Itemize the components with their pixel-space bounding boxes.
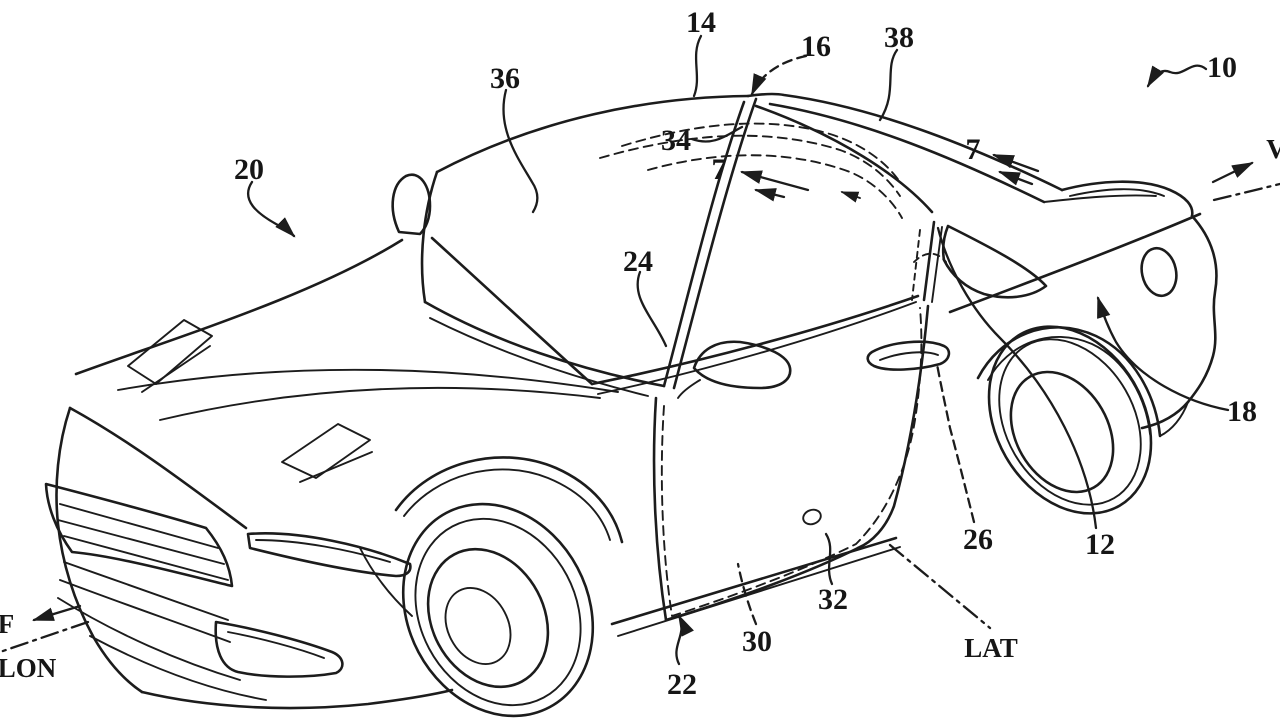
door-handle xyxy=(868,342,949,370)
ref-label-38: 38 xyxy=(884,21,914,54)
section-arrow-7a-tick xyxy=(756,190,784,197)
hood-vent-left-slat xyxy=(142,346,210,392)
rear-rim xyxy=(990,354,1134,511)
nose-edge xyxy=(70,408,246,528)
axis-label-lateral: LAT xyxy=(964,633,1018,663)
axis-label-longitudinal: LON xyxy=(0,653,57,683)
roof-seam-dash-2 xyxy=(600,136,900,196)
ref-label-7b: 7 xyxy=(966,133,981,166)
b-pillar-front xyxy=(924,222,934,300)
cowl-inner-line xyxy=(430,318,648,396)
leader-22 xyxy=(676,616,681,664)
ref-label-32: 32 xyxy=(818,583,848,616)
axis-lateral-dashdot xyxy=(890,545,990,628)
roof-seam-dash-3 xyxy=(648,155,902,218)
rocker-top-line xyxy=(612,538,896,624)
grille-outline xyxy=(46,484,232,586)
door-front-shutline xyxy=(654,398,666,620)
fender-shoulder-line xyxy=(432,238,592,384)
door-drain-hole xyxy=(801,507,823,526)
ref-label-26: 26 xyxy=(963,523,993,556)
hood-crease-2 xyxy=(160,388,600,420)
quarter-window xyxy=(943,226,1046,297)
quarter-shoulder-line xyxy=(950,214,1200,312)
deck-front-edge xyxy=(1044,195,1156,202)
front-rim xyxy=(405,528,571,708)
axis-label-forward: F xyxy=(0,609,14,639)
b-pillar-seal-dash xyxy=(912,230,920,300)
axis-vertical-dashdot xyxy=(1214,184,1280,200)
left-fender-top-line xyxy=(76,240,402,374)
hood-vent-right-slat xyxy=(300,452,372,482)
fog-lamp xyxy=(216,622,343,677)
door-handle-inner xyxy=(880,352,938,360)
ref-label-20: 20 xyxy=(234,153,264,186)
tail-edge xyxy=(1188,216,1216,402)
roof-seam-arrow xyxy=(842,192,860,198)
leader-14 xyxy=(694,36,701,96)
ref-label-10: 10 xyxy=(1207,51,1237,84)
front-hub xyxy=(433,577,524,676)
beltline xyxy=(592,296,918,384)
hood-vent-right xyxy=(282,424,370,478)
ref-label-22: 22 xyxy=(667,668,697,701)
leader-38 xyxy=(880,50,897,120)
ref-label-16: 16 xyxy=(801,30,831,63)
front-tire-inner xyxy=(384,490,613,720)
ref-label-14: 14 xyxy=(686,6,716,39)
leader-18 xyxy=(1098,298,1228,410)
leader-16 xyxy=(752,56,806,94)
ref-label-18: 18 xyxy=(1227,395,1257,428)
rocker-bottom-line xyxy=(618,547,900,636)
axis-vertical-arrow xyxy=(1213,163,1252,182)
leader-24 xyxy=(638,272,666,346)
fuel-filler-cap xyxy=(1137,245,1180,299)
leader-20 xyxy=(248,182,294,236)
ref-label-34: 34 xyxy=(661,124,691,157)
side-mirror-base xyxy=(678,380,700,398)
leader-26 xyxy=(937,364,974,522)
rear-tire-inner xyxy=(971,314,1170,530)
ref-label-7a: 7 xyxy=(712,153,727,186)
leader-10 xyxy=(1148,66,1206,86)
leader-36 xyxy=(503,90,537,212)
ref-label-12: 12 xyxy=(1085,528,1115,561)
axis-label-vertical: V xyxy=(1266,134,1280,164)
splitter-line xyxy=(58,598,240,680)
ref-label-36: 36 xyxy=(490,62,520,95)
beltline-inner xyxy=(598,302,916,394)
hood-crease-1 xyxy=(118,370,618,392)
ref-label-24: 24 xyxy=(623,245,653,278)
car-drawing xyxy=(46,94,1216,720)
rear-tire-outer xyxy=(956,297,1183,542)
ref-label-30: 30 xyxy=(742,625,772,658)
front-tire-outer xyxy=(367,471,629,720)
windshield-top-rail xyxy=(437,96,748,172)
section-arrow-7a-main xyxy=(742,172,808,190)
splitter-bottom xyxy=(142,690,452,708)
axis-forward-arrow xyxy=(34,606,80,620)
